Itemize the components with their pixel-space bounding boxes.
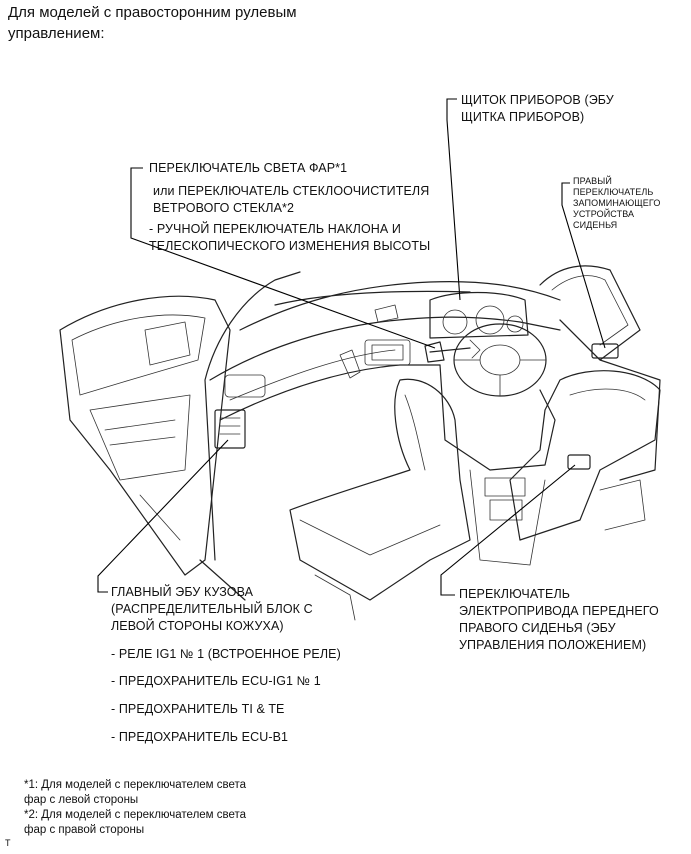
label-headlight-switch-title: ПЕРЕКЛЮЧАТЕЛЬ СВЕТА ФАР*1 <box>149 161 348 175</box>
leader-seat-memory-switch <box>561 182 606 349</box>
label-power-seat-line-1: ПЕРЕКЛЮЧАТЕЛЬ <box>459 587 571 601</box>
instrument-cluster <box>429 291 529 339</box>
label-power-seat-line-4: УПРАВЛЕНИЯ ПОЛОЖЕНИЕМ) <box>459 638 647 652</box>
label-wiper-switch-line-2: ВЕТРОВОГО СТЕКЛА*2 <box>153 201 295 215</box>
power-seat-switch-part <box>567 454 591 470</box>
label-main-body-ecu-line-2: (РАСПРЕДЕЛИТЕЛЬНЫЙ БЛОК С <box>111 602 313 616</box>
heading-line-1: Для моделей с правосторонним рулевым <box>8 4 297 21</box>
ecu-item-fuse-ti-te-text: - ПРЕДОХРАНИТЕЛЬ TI & TE <box>111 702 285 716</box>
footnote-1-line-2: фар с левой стороны <box>24 794 139 806</box>
leader-headlight-switch <box>130 167 436 349</box>
label-seat-memory-line-2: ПЕРЕКЛЮЧАТЕЛЬ <box>573 187 654 197</box>
ecu-item-fuse-ecu-b1-text: - ПРЕДОХРАНИТЕЛЬ ECU-B1 <box>111 730 289 744</box>
label-seat-memory-line-5: СИДЕНЬЯ <box>573 220 618 230</box>
footnote-1-line-1: *1: Для моделей с переключателем света <box>24 779 247 791</box>
label-instrument-panel: ЩИТОК ПРИБОРОВ (ЭБУ ЩИТКА ПРИБОРОВ) <box>461 92 614 126</box>
right-window <box>539 265 641 361</box>
label-instrument-panel-line-2: ЩИТКА ПРИБОРОВ) <box>461 110 585 124</box>
ecu-item-fuse-ecu-ig1-text: - ПРЕДОХРАНИТЕЛЬ ECU-IG1 № 1 <box>111 674 321 688</box>
label-wiper-switch-line-1: или ПЕРЕКЛЮЧАТЕЛЬ СТЕКЛООЧИСТИТЕЛЯ <box>153 184 430 198</box>
steering-wheel <box>424 323 547 397</box>
label-headlight-switch: ПЕРЕКЛЮЧАТЕЛЬ СВЕТА ФАР*1 <box>149 160 347 177</box>
label-wiper-switch: или ПЕРЕКЛЮЧАТЕЛЬ СТЕКЛООЧИСТИТЕЛЯ ВЕТРО… <box>153 183 429 217</box>
label-tilt-line-1: - РУЧНОЙ ПЕРЕКЛЮЧАТЕЛЬ НАКЛОНА И <box>149 222 402 236</box>
footnote-2-line-1: *2: Для моделей с переключателем света <box>24 809 247 821</box>
label-seat-memory-line-3: ЗАПОМИНАЮЩЕГО <box>573 198 661 208</box>
ecu-item-relay-text: - РЕЛЕ IG1 № 1 (ВСТРОЕННОЕ РЕЛЕ) <box>111 647 341 661</box>
corner-tag: T <box>5 838 11 848</box>
label-power-seat-line-2: ЭЛЕКТРОПРИВОДА ПЕРЕДНЕГО <box>459 604 659 618</box>
label-power-seat-line-3: ПРАВОГО СИДЕНЬЯ (ЭБУ <box>459 621 616 635</box>
main-body-ecu-part <box>214 409 246 449</box>
seat-memory-switch-part <box>591 343 619 359</box>
center-console <box>439 364 556 566</box>
leader-power-seat-switch <box>440 464 576 596</box>
ecu-item-fuse-ti-te: - ПРЕДОХРАНИТЕЛЬ TI & TE <box>111 701 285 718</box>
dashboard <box>209 304 561 421</box>
left-seat <box>289 378 471 621</box>
ecu-item-fuse-ecu-ig1: - ПРЕДОХРАНИТЕЛЬ ECU-IG1 № 1 <box>111 673 321 690</box>
ecu-item-fuse-ecu-b1: - ПРЕДОХРАНИТЕЛЬ ECU-B1 <box>111 729 288 746</box>
label-main-body-ecu: ГЛАВНЫЙ ЭБУ КУЗОВА (РАСПРЕДЕЛИТЕЛЬНЫЙ БЛ… <box>111 584 313 635</box>
label-seat-memory-switch: ПРАВЫЙ ПЕРЕКЛЮЧАТЕЛЬ ЗАПОМИНАЮЩЕГО УСТРО… <box>573 176 660 231</box>
diagram-heading: Для моделей с правосторонним рулевым упр… <box>8 2 428 44</box>
label-tilt-telescopic-switch: - РУЧНОЙ ПЕРЕКЛЮЧАТЕЛЬ НАКЛОНА И ТЕЛЕСКО… <box>149 221 430 255</box>
label-power-seat-switch: ПЕРЕКЛЮЧАТЕЛЬ ЭЛЕКТРОПРИВОДА ПЕРЕДНЕГО П… <box>459 586 659 654</box>
leader-instrument-panel <box>446 98 461 301</box>
label-instrument-panel-line-1: ЩИТОК ПРИБОРОВ (ЭБУ <box>461 93 614 107</box>
leader-main-body-ecu <box>97 439 229 593</box>
footnote-2-line-2: фар с правой стороны <box>24 824 145 836</box>
windshield <box>239 280 561 331</box>
label-main-body-ecu-line-3: ЛЕВОЙ СТОРОНЫ КОЖУХА) <box>111 619 284 633</box>
label-tilt-line-2: ТЕЛЕСКОПИЧЕСКОГО ИЗМЕНЕНИЯ ВЫСОТЫ <box>149 239 431 253</box>
door-frame <box>199 271 301 601</box>
heading-line-2: управлением: <box>8 25 105 42</box>
label-main-body-ecu-line-1: ГЛАВНЫЙ ЭБУ КУЗОВА <box>111 585 254 599</box>
label-seat-memory-line-1: ПРАВЫЙ <box>573 176 612 186</box>
ecu-item-relay: - РЕЛЕ IG1 № 1 (ВСТРОЕННОЕ РЕЛЕ) <box>111 646 341 663</box>
right-seat <box>509 370 661 541</box>
right-door <box>559 319 661 481</box>
left-door <box>59 295 231 576</box>
label-seat-memory-line-4: УСТРОЙСТВА <box>573 209 635 219</box>
